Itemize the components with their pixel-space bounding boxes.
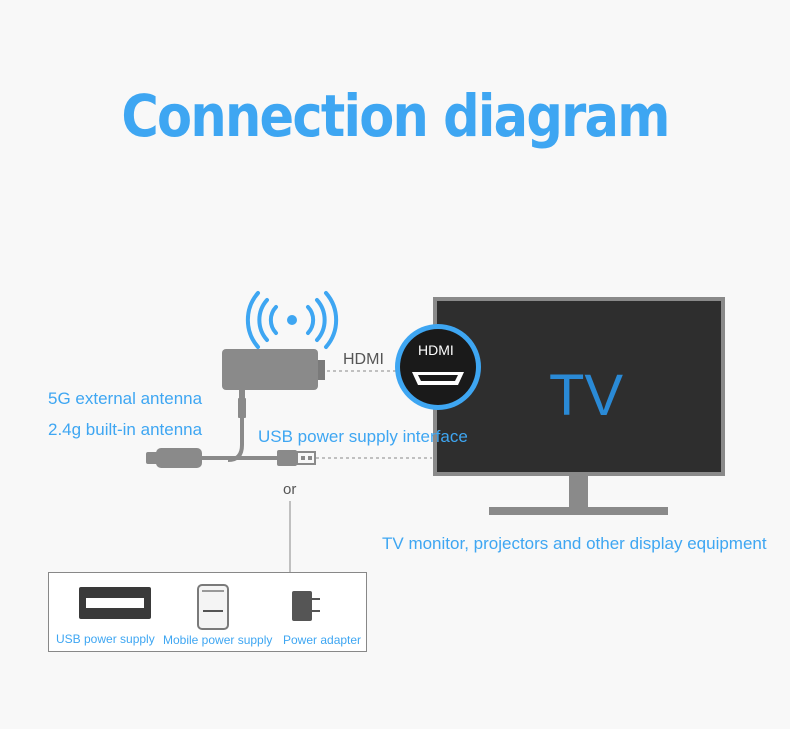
power-adapter-icon bbox=[292, 591, 320, 621]
antenna-5g-label: 5G external antenna bbox=[48, 389, 203, 408]
or-label: or bbox=[283, 481, 297, 498]
usb-cable-icon bbox=[146, 448, 316, 468]
usb-port-icon bbox=[79, 587, 151, 619]
tv-icon bbox=[433, 297, 725, 515]
power-option-label: USB power supply bbox=[56, 632, 155, 646]
dongle-icon bbox=[222, 349, 325, 462]
antenna-24g-label: 2.4g built-in antenna bbox=[48, 420, 203, 439]
hdmi-badge-label: HDMI bbox=[418, 342, 454, 358]
power-option-label: Mobile power supply bbox=[163, 633, 273, 647]
tv-caption: TV monitor, projectors and other display… bbox=[382, 534, 767, 553]
usb-interface-label: USB power supply interface bbox=[258, 427, 468, 446]
wifi-signal-icon bbox=[245, 291, 339, 349]
hdmi-line-label: HDMI bbox=[343, 351, 384, 368]
power-option-label: Power adapter bbox=[283, 633, 362, 647]
tv-screen-label: TV bbox=[549, 363, 624, 428]
power-bank-icon bbox=[197, 584, 229, 630]
hdmi-badge bbox=[395, 324, 481, 410]
page-title: Connection diagram bbox=[121, 82, 670, 150]
